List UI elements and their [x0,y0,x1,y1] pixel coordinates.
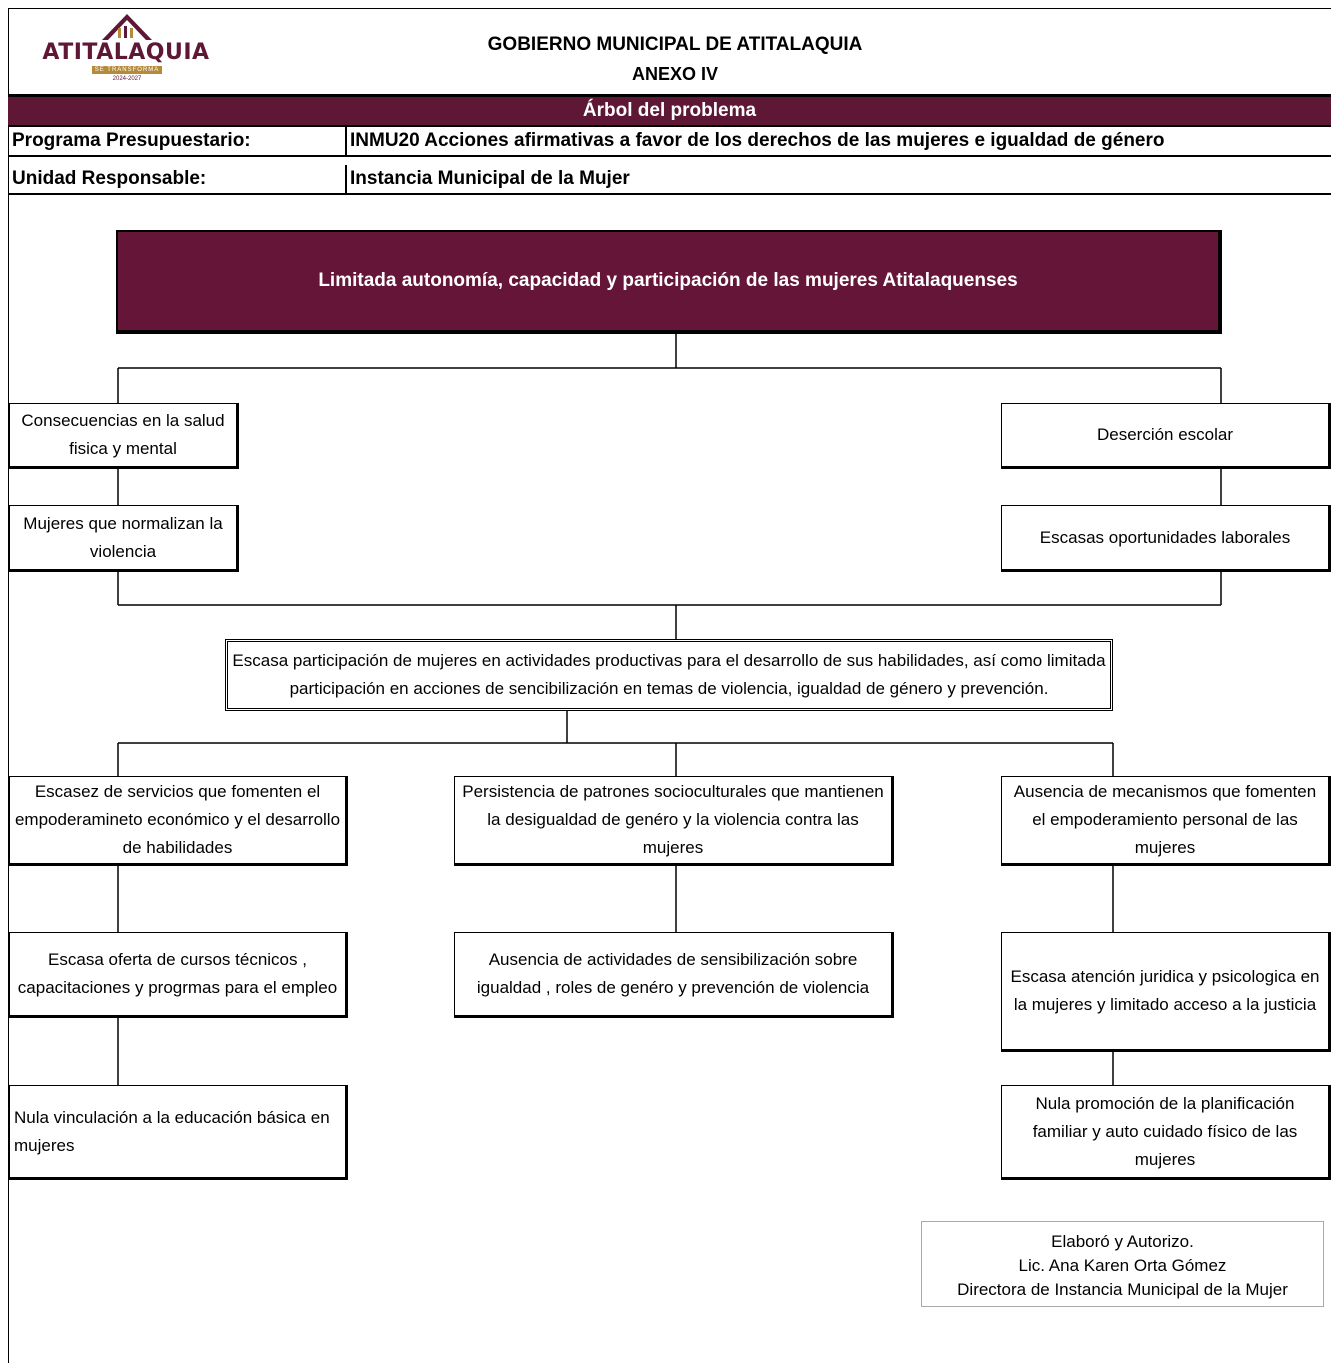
signature-name: Lic. Ana Karen Orta Gómez [1018,1256,1227,1275]
effect-box: Consecuencias en la salud fisica y menta… [9,403,239,469]
main-problem-text: Limitada autonomía, capacidad y particip… [318,270,1018,291]
effect-box: Deserción escolar [1001,403,1331,469]
cause-text: Nula vinculación a la educación básica e… [14,1107,330,1155]
cause-text: Nula promoción de la planificación famil… [1032,1093,1298,1169]
effect-text: Mujeres que normalizan la violencia [23,513,223,561]
signature-role: Directora de Instancia Municipal de la M… [957,1280,1288,1299]
row-divider [345,127,347,155]
cause-box: Ausencia de mecanismos que fomenten el e… [1001,776,1331,866]
unit-label: Unidad Responsable: [12,168,207,189]
cause-box: Escasa atención juridica y psicologica e… [1001,932,1331,1052]
logo-tagline: SE TRANSFORMA [94,67,160,73]
logo-years: 2024-2027 [112,76,142,82]
page-subtitle: ANEXO IV [631,64,719,84]
signature-line: Elaboró y Autorizo. [1051,1232,1194,1251]
cause-box: Escasa oferta de cursos técnicos , capac… [9,932,348,1018]
cause-text: Ausencia de actividades de sensibilizaci… [476,950,870,997]
cause-box: Persistencia de patrones socioculturales… [454,776,894,866]
unit-value: Instancia Municipal de la Mujer [350,168,630,189]
effect-text: Escasas oportunidades laborales [1039,527,1291,547]
page-frame [8,8,1331,1363]
central-problem-box: Escasa participación de mujeres en activ… [225,639,1113,711]
effect-box: Mujeres que normalizan la violencia [9,505,239,572]
cause-text: Persistencia de patrones socioculturales… [462,782,884,857]
row-divider [345,165,347,193]
municipal-logo: ATITALAQUIA SE TRANSFORMA 2024-2027 [26,14,226,86]
central-problem-text: Escasa participación de mujeres en activ… [232,651,1106,698]
house-icon [102,14,152,40]
signature-block: Elaboró y Autorizo. Lic. Ana Karen Orta … [921,1221,1324,1307]
logo-tagline-band: SE TRANSFORMA [92,66,162,74]
effect-box: Escasas oportunidades laborales [1001,505,1331,572]
cause-text: Ausencia de mecanismos que fomenten el e… [1013,782,1317,857]
program-value: INMU20 Acciones afirmativas a favor de l… [350,130,1165,151]
cause-text: Escasa oferta de cursos técnicos , capac… [17,950,338,997]
cause-box: Nula vinculación a la educación básica e… [9,1085,348,1180]
program-row: Programa Presupuestario: INMU20 Acciones… [8,127,1331,157]
cause-box: Nula promoción de la planificación famil… [1001,1085,1331,1180]
effect-text: Deserción escolar [1096,425,1234,444]
main-problem-box: Limitada autonomía, capacidad y particip… [116,230,1222,334]
effect-text: Consecuencias en la salud fisica y menta… [21,411,225,458]
cause-box: Escasez de servicios que fomenten el emp… [9,776,348,866]
cause-text: Escasa atención juridica y psicologica e… [1010,967,1320,1014]
cause-box: Ausencia de actividades de sensibilizaci… [454,932,894,1018]
cause-text: Escasez de servicios que fomenten el emp… [14,782,341,857]
logo-name: ATITALAQUIA [42,40,210,65]
page-title: GOBIERNO MUNICIPAL DE ATITALAQUIA [487,34,863,55]
section-band: Árbol del problema [8,94,1331,127]
unit-row: Unidad Responsable: Instancia Municipal … [8,165,1331,195]
program-label: Programa Presupuestario: [12,130,251,151]
